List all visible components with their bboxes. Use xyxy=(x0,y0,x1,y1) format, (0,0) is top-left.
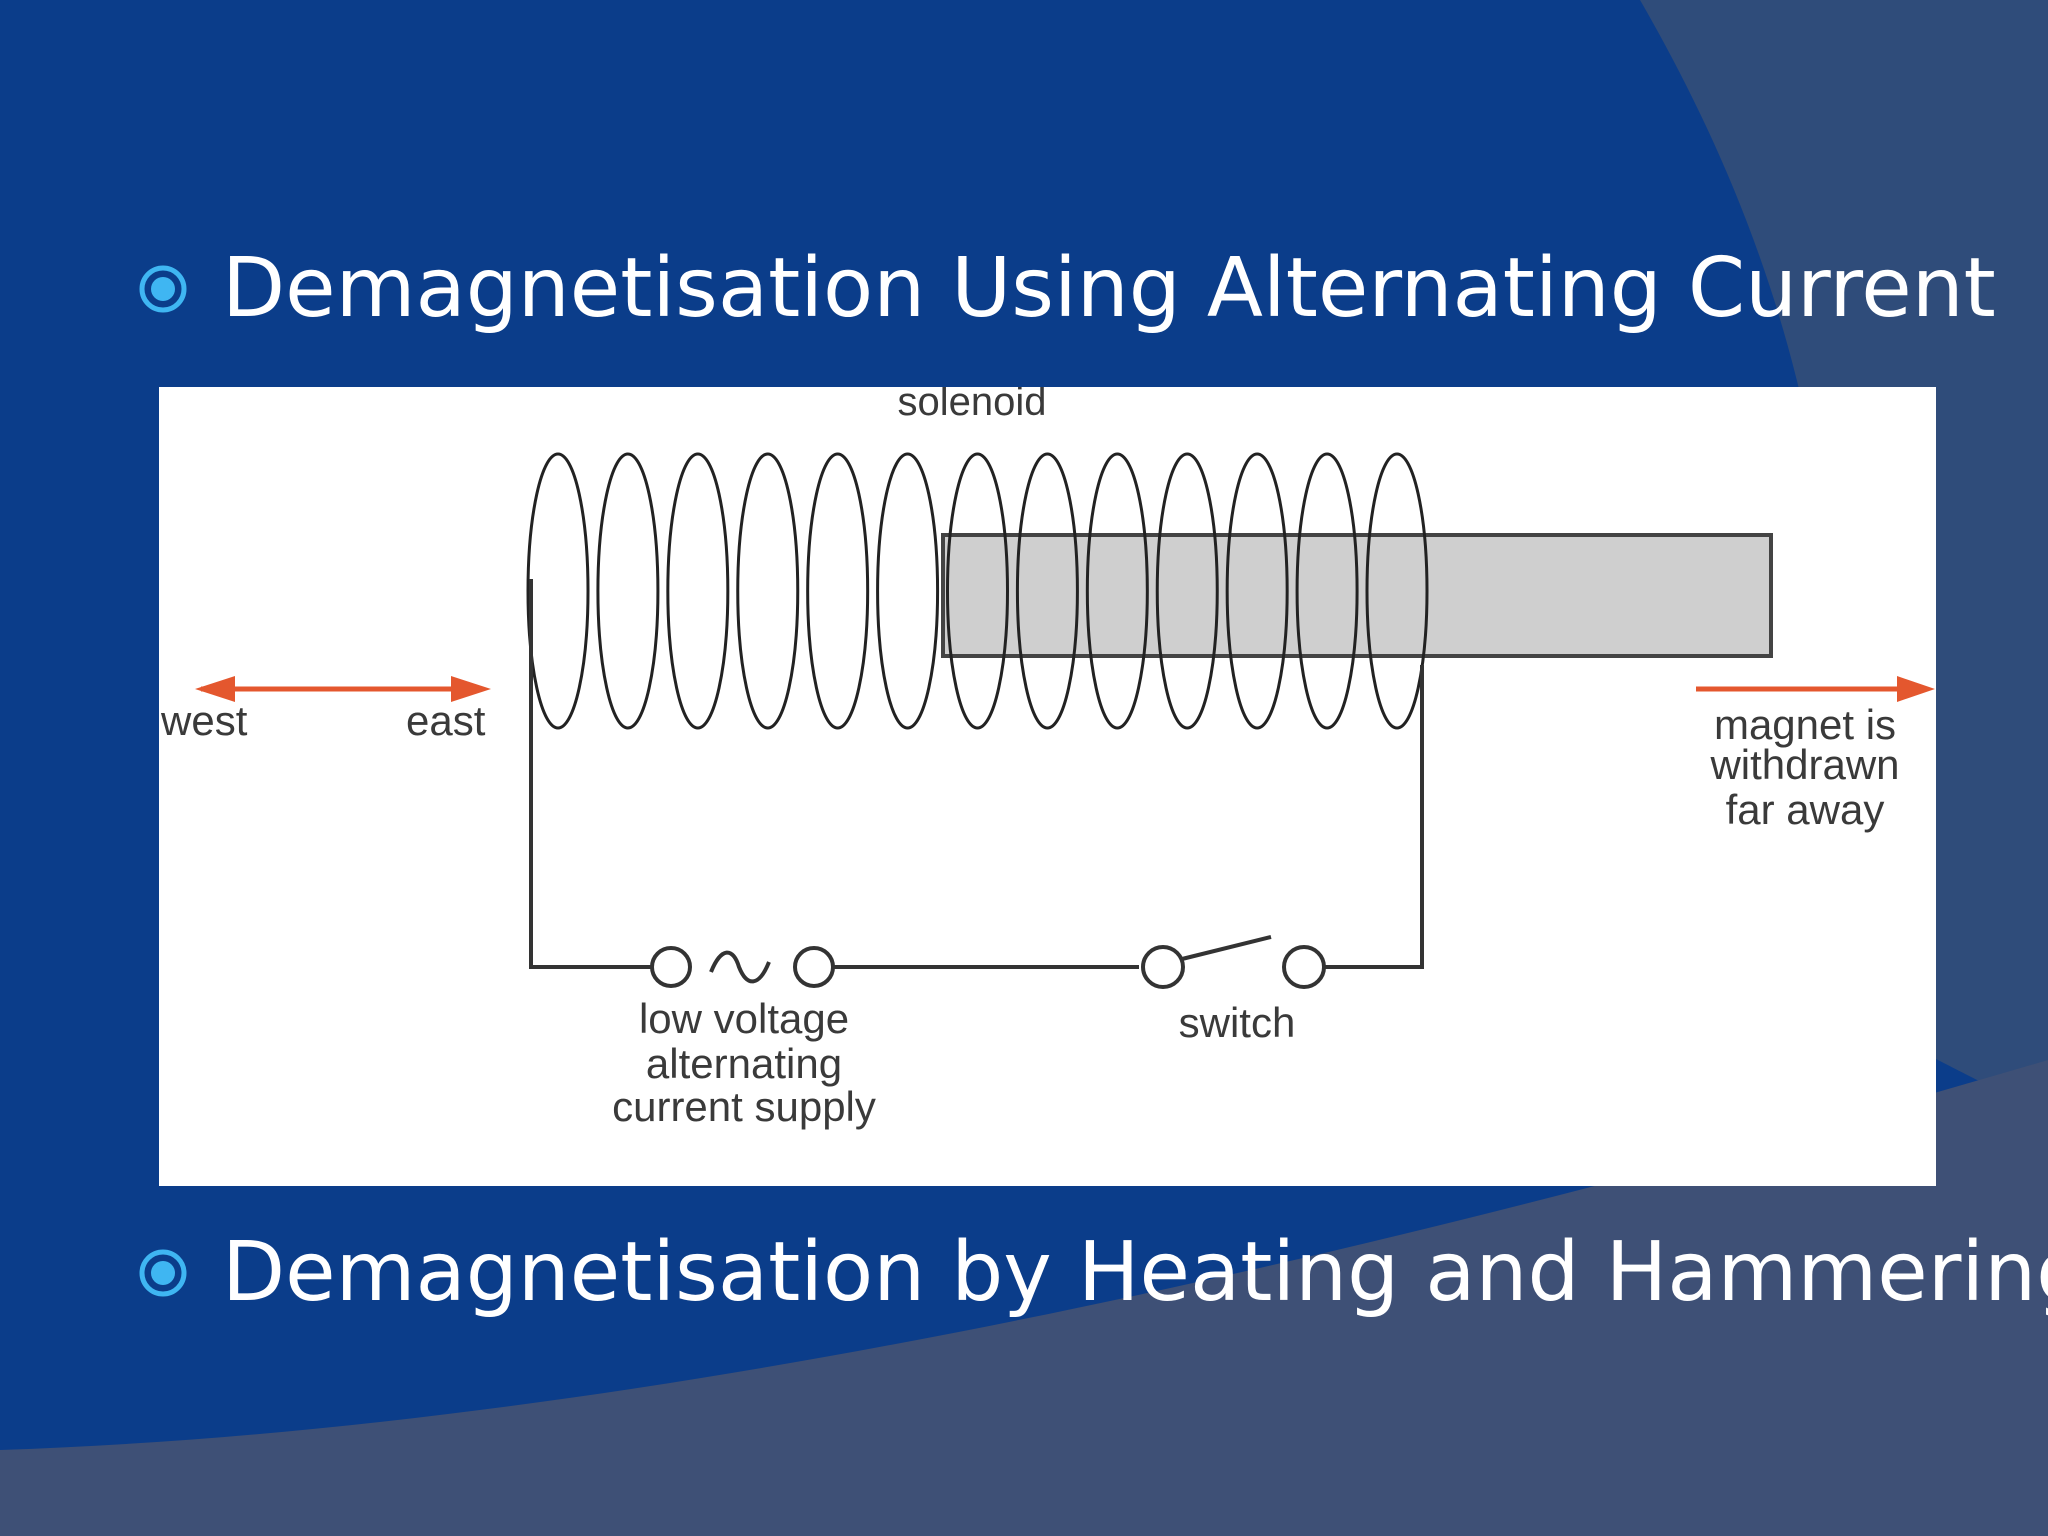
magnet-label-line-3: far away xyxy=(1726,786,1885,833)
supply-label-line-1: low voltage xyxy=(639,995,849,1042)
coil-loop xyxy=(1155,452,1219,730)
coil-loop xyxy=(666,452,730,730)
bullet-text: Demagnetisation Using Alternating Curren… xyxy=(222,241,1996,336)
bullet-text: Demagnetisation by Heating and Hammering xyxy=(222,1225,2048,1320)
ac-supply-icon xyxy=(650,946,835,988)
coil-loop xyxy=(526,452,590,730)
east-label: east xyxy=(406,697,486,744)
coil-loop xyxy=(736,452,800,730)
coil-loop xyxy=(1085,452,1149,730)
switch-icon xyxy=(1141,935,1326,989)
switch-label: switch xyxy=(1179,999,1296,1046)
coil-loop xyxy=(1365,452,1429,730)
coil-loop xyxy=(1295,452,1359,730)
solenoid-coil xyxy=(526,452,1429,730)
bullet-item-heating-hammering: Demagnetisation by Heating and Hammering xyxy=(138,1232,2048,1314)
coil-loop xyxy=(876,452,940,730)
coil-loop xyxy=(1015,452,1079,730)
supply-label-line-3: current supply xyxy=(612,1083,876,1130)
coil-loop xyxy=(946,452,1009,730)
demagnetisation-diagram: solenoid west east magnet is withdrawn f… xyxy=(159,387,1936,1186)
circle-bullet-icon xyxy=(139,1249,187,1297)
coil-loop xyxy=(806,452,870,730)
circle-bullet-icon xyxy=(139,265,187,313)
bullet-item-alternating-current: Demagnetisation Using Alternating Curren… xyxy=(138,248,1996,330)
solenoid-label: solenoid xyxy=(897,387,1046,424)
west-label: west xyxy=(160,697,248,744)
magnet-label-line-2: withdrawn xyxy=(1709,741,1899,788)
supply-label-line-2: alternating xyxy=(646,1040,842,1087)
coil-loop xyxy=(1225,452,1289,730)
coil-loop xyxy=(596,452,660,730)
magnet-label-line-1: magnet is xyxy=(1714,701,1896,748)
withdrawal-arrow xyxy=(1696,676,1935,702)
west-east-arrow xyxy=(195,676,491,702)
circuit-wire xyxy=(529,579,1424,969)
